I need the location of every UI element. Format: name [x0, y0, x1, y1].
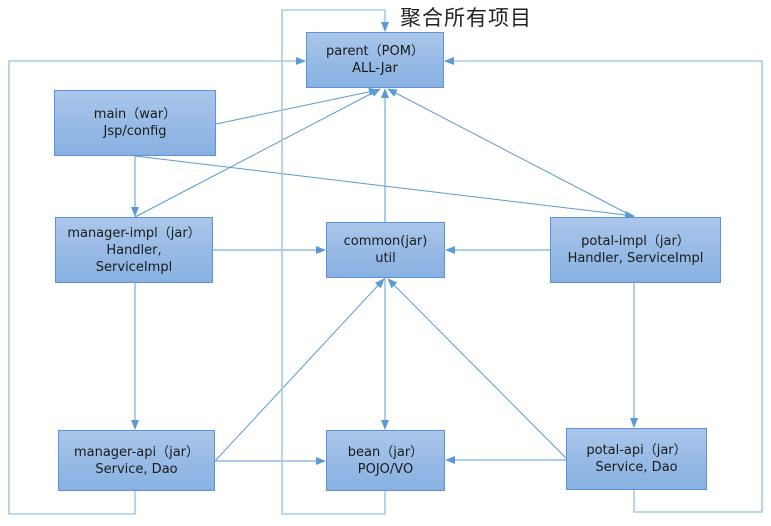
node-common-line-2: util — [375, 251, 396, 266]
edge-potal-api-to-common — [387, 278, 567, 459]
edge-bean-to-parent — [281, 9, 389, 515]
node-manager-impl-line-2: Handler, — [106, 242, 162, 258]
node-bean-line-2: POJO/VO — [357, 461, 414, 477]
node-potal-impl[interactable]: potal-impl（jar） Handler, ServiceImpl — [550, 217, 721, 283]
node-main[interactable]: main（war） Jsp/config — [54, 90, 216, 156]
edge-potal-impl-to-parent — [387, 88, 635, 218]
node-potal-impl-line-1: potal-impl（jar） — [581, 234, 690, 249]
edge-main-to-parent — [215, 87, 379, 125]
edge-manager-api-to-parent — [8, 57, 306, 515]
node-manager-impl[interactable]: manager-impl（jar） Handler, ServiceImpl — [55, 217, 213, 283]
node-manager-impl-line-3: ServiceImpl — [95, 259, 173, 275]
node-bean[interactable]: bean（jar） POJO/VO — [326, 430, 445, 491]
node-potal-api-line-2: Service, Dao — [595, 460, 678, 475]
node-manager-api[interactable]: manager-api（jar） Service, Dao — [58, 430, 215, 491]
node-manager-impl-line-1: manager-impl（jar） — [67, 225, 201, 241]
node-potal-api-line-1: potal-api（jar） — [586, 443, 687, 458]
node-parent[interactable]: parent（POM） ALL-Jar — [306, 32, 444, 88]
edge-potal-api-to-parent — [444, 57, 763, 513]
node-common-line-1: common(jar) — [343, 234, 428, 249]
node-bean-line-1: bean（jar） — [347, 444, 424, 460]
edge-manager-impl-to-parent — [134, 88, 381, 218]
node-main-line-1: main（war） — [93, 107, 177, 122]
node-potal-impl-line-2: Handler, ServiceImpl — [567, 251, 704, 266]
node-potal-api[interactable]: potal-api（jar） Service, Dao — [566, 428, 707, 490]
node-parent-line-2: ALL-Jar — [352, 61, 398, 76]
node-main-line-2: Jsp/config — [103, 124, 167, 139]
diagram-title: 聚合所有项目 — [400, 6, 532, 30]
node-manager-api-line-1: manager-api（jar） — [73, 444, 200, 460]
edge-manager-api-to-common — [214, 278, 385, 462]
node-manager-api-line-2: Service, Dao — [95, 461, 178, 477]
node-common[interactable]: common(jar) util — [326, 222, 445, 278]
node-parent-line-1: parent（POM） — [326, 44, 424, 59]
